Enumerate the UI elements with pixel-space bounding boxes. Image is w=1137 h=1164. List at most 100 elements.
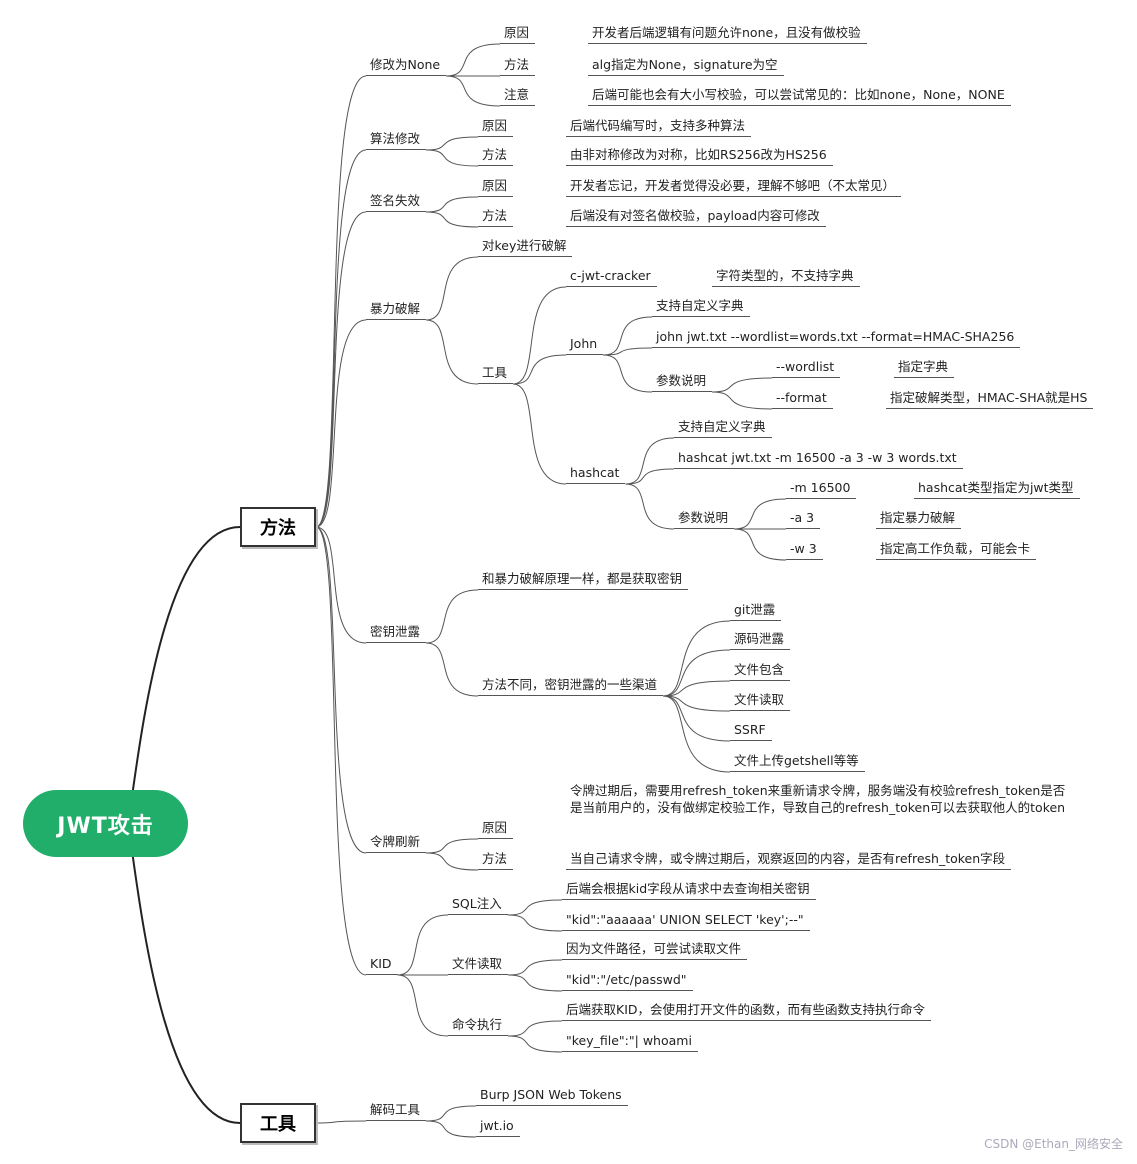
node-payload[interactable]: "key_file":"| whoami: [562, 1033, 698, 1052]
leak-channel[interactable]: git泄露: [730, 602, 782, 621]
node-method[interactable]: 方法: [478, 851, 514, 870]
branch-bruteforce[interactable]: 暴力破解: [366, 301, 427, 320]
branch-sig-invalid[interactable]: 签名失效: [366, 193, 427, 212]
tool-burp[interactable]: Burp JSON Web Tokens: [476, 1087, 628, 1106]
node-text[interactable]: 由非对称修改为对称，比如RS256改为HS256: [566, 147, 833, 166]
connector-f-f2: [426, 852, 479, 871]
node-reason[interactable]: 原因: [478, 178, 514, 197]
node-method[interactable]: 方法: [500, 57, 536, 76]
watermark: CSDN @Ethan_网络安全: [984, 1137, 1123, 1151]
node-method[interactable]: 方法: [478, 208, 514, 227]
leak-channel[interactable]: 源码泄露: [730, 631, 791, 650]
node-param[interactable]: --wordlist: [772, 359, 841, 378]
node-text[interactable]: 因为文件路径，可尝试读取文件: [562, 941, 748, 960]
connector-a-a3: [446, 75, 501, 107]
kid-cmd-exec[interactable]: 命令执行: [448, 1017, 509, 1036]
node-text[interactable]: 支持自定义字典: [652, 298, 750, 317]
node-text[interactable]: 和暴力破解原理一样，都是获取密钥: [478, 571, 689, 590]
branch-none[interactable]: 修改为None: [366, 57, 447, 76]
node-text[interactable]: 开发者后端逻辑有问题允许none，且没有做校验: [588, 25, 867, 44]
connector-d2b-d2b1: [603, 316, 653, 356]
node-param[interactable]: -w 3: [786, 541, 823, 560]
kid-sqli[interactable]: SQL注入: [448, 896, 508, 915]
leak-channel[interactable]: 文件读取: [730, 692, 791, 711]
node-param[interactable]: --format: [772, 390, 833, 409]
leak-channel[interactable]: 文件上传getshell等等: [730, 753, 865, 772]
node-text[interactable]: 后端代码编写时，支持多种算法: [566, 118, 752, 137]
node-text[interactable]: 指定破解类型，HMAC-SHA就是HS: [886, 390, 1094, 409]
connector-h-h2: [426, 1120, 477, 1138]
node-text[interactable]: 指定高工作负载，可能会卡: [876, 541, 1037, 560]
branch-kid[interactable]: KID: [366, 956, 398, 975]
connector-e2-e2c: [663, 680, 731, 697]
connector-m1-d: [315, 319, 367, 528]
node-tool-name[interactable]: hashcat: [566, 465, 626, 484]
connector-d-d2: [426, 319, 479, 385]
main-node-methods[interactable]: 方法: [240, 507, 316, 547]
connector-g1-g1a: [507, 899, 563, 916]
connector-m2-h: [315, 1120, 367, 1124]
connector-d2c-d2c3: [625, 483, 675, 530]
root-node[interactable]: JWT攻击: [23, 790, 188, 857]
connector-g3-g3b: [508, 1035, 563, 1053]
connector-m1-c: [315, 211, 367, 528]
node-text[interactable]: 字符类型的，不支持字典: [712, 268, 860, 287]
node-params[interactable]: 参数说明: [652, 373, 713, 392]
tool-jwtio[interactable]: jwt.io: [476, 1118, 520, 1137]
node-reason[interactable]: 原因: [478, 820, 514, 839]
connector-a-a1: [446, 43, 501, 77]
connector-g-g1: [397, 914, 449, 976]
node-text[interactable]: 后端会根据kid字段从请求中去查询相关密钥: [562, 881, 816, 900]
node-text[interactable]: 指定暴力破解: [876, 510, 962, 529]
node-text[interactable]: 后端获取KID，会使用打开文件的函数，而有些函数支持执行命令: [562, 1002, 932, 1021]
connector-e2-e2e: [663, 695, 731, 742]
leak-channel[interactable]: SSRF: [730, 722, 772, 741]
node-text[interactable]: alg指定为None，signature为空: [588, 57, 784, 76]
branch-token-refresh[interactable]: 令牌刷新: [366, 834, 427, 853]
node-text[interactable]: 令牌过期后，需要用refresh_token来重新请求令牌，服务端没有校验ref…: [570, 783, 1066, 815]
leak-channel[interactable]: 文件包含: [730, 662, 791, 681]
node-text[interactable]: 指定字典: [894, 359, 955, 378]
node-text[interactable]: 支持自定义字典: [674, 419, 772, 438]
connector-g2-g2a: [508, 959, 563, 976]
node-tools[interactable]: 工具: [478, 365, 514, 384]
branch-alg-change[interactable]: 算法修改: [366, 131, 427, 150]
node-method[interactable]: 方法: [478, 147, 514, 166]
branch-key-leak[interactable]: 密钥泄露: [366, 624, 427, 643]
connector-d2b3-d2b3b: [712, 391, 773, 410]
node-command[interactable]: john jwt.txt --wordlist=words.txt --form…: [652, 329, 1021, 348]
connector-m1-e: [315, 526, 367, 644]
node-text[interactable]: hashcat类型指定为jwt类型: [914, 480, 1080, 499]
branch-decode-tools[interactable]: 解码工具: [366, 1102, 427, 1121]
connector-d2b-d2b2: [603, 347, 653, 356]
node-text[interactable]: 对key进行破解: [478, 238, 573, 257]
node-param[interactable]: -a 3: [786, 510, 821, 529]
connector-g3-g3a: [508, 1020, 563, 1037]
node-command[interactable]: hashcat jwt.txt -m 16500 -a 3 -w 3 words…: [674, 450, 963, 469]
node-tool-name[interactable]: John: [566, 336, 604, 355]
node-text[interactable]: 方法不同，密钥泄露的一些渠道: [478, 677, 664, 696]
node-text[interactable]: 后端可能也会有大小写校验，可以尝试常见的：比如none，None，NONE: [588, 87, 1011, 106]
main-node-tools[interactable]: 工具: [240, 1103, 316, 1143]
connector-d2-d2a: [512, 286, 567, 385]
node-payload[interactable]: "kid":"/etc/passwd": [562, 972, 693, 991]
connector-m1-f: [315, 526, 367, 854]
connector-g2-g2b: [508, 974, 563, 992]
node-text[interactable]: 当自己请求令牌，或令牌过期后，观察返回的内容，是否有refresh_token字…: [566, 851, 1012, 870]
connector-root-m1: [127, 526, 241, 824]
connector-d2b-d2b3: [603, 354, 653, 393]
node-param[interactable]: -m 16500: [786, 480, 857, 499]
node-reason[interactable]: 原因: [478, 118, 514, 137]
connector-m1-a: [315, 75, 367, 528]
node-text[interactable]: 开发者忘记，开发者觉得没必要，理解不够吧（不太常见）: [566, 178, 902, 197]
node-note[interactable]: 注意: [500, 87, 536, 106]
node-text[interactable]: 后端没有对签名做校验，payload内容可修改: [566, 208, 826, 227]
connector-d-d1: [426, 256, 479, 321]
node-reason[interactable]: 原因: [500, 25, 536, 44]
kid-file-read[interactable]: 文件读取: [448, 956, 509, 975]
node-params[interactable]: 参数说明: [674, 510, 735, 529]
node-payload[interactable]: "kid":"aaaaaa' UNION SELECT 'key';--": [562, 912, 810, 931]
connector-d2c-d2c2: [625, 468, 675, 485]
connector-g-g3: [397, 974, 449, 1037]
node-tool-name[interactable]: c-jwt-cracker: [566, 268, 657, 287]
